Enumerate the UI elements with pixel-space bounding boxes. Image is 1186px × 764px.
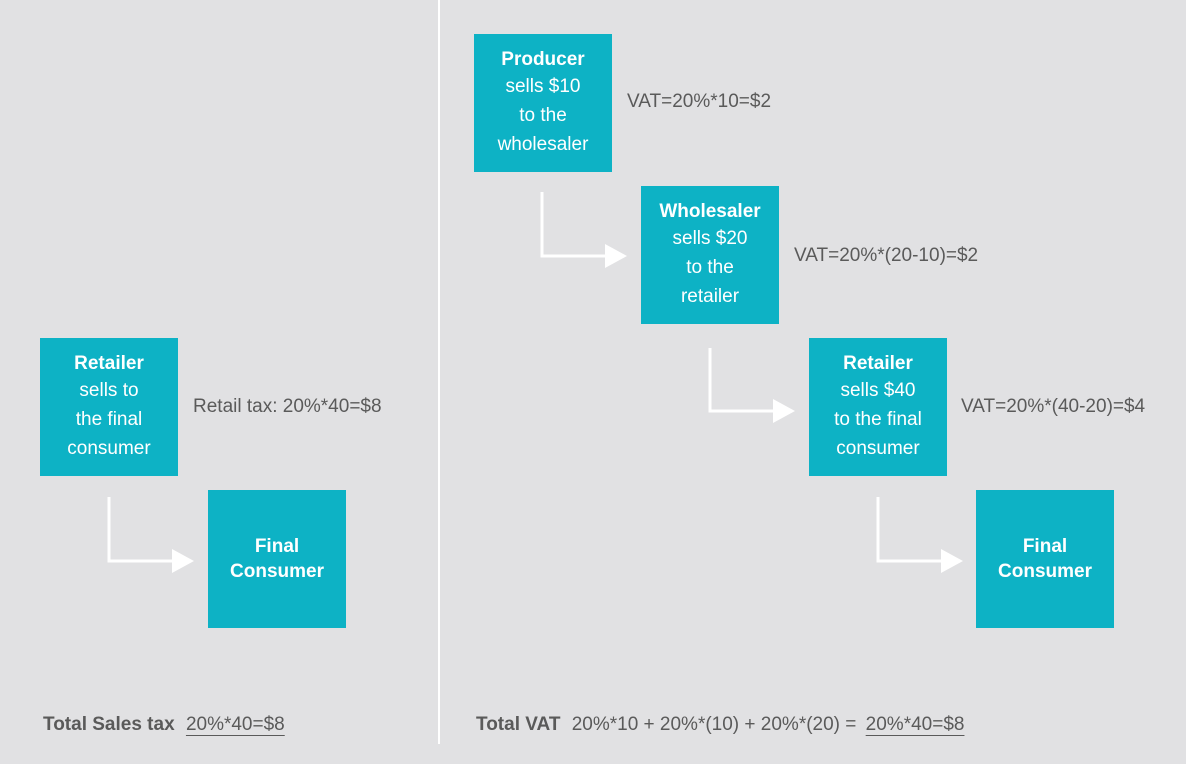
sales-retailer-desc: sells to the final consumer: [67, 380, 151, 459]
arrowhead-retailer-to-consumer-sales: [172, 549, 194, 573]
vat-producer-box: Producer sells $10 to the wholesaler: [474, 34, 612, 172]
total-vat: Total VAT 20%*10 + 20%*(10) + 20%*(20) =…: [476, 714, 964, 736]
retail-tax-annotation: Retail tax: 20%*40=$8: [193, 396, 382, 417]
sales-final-consumer-title: Final Consumer: [230, 536, 324, 582]
vat-retailer-box: Retailer sells $40 to the final consumer: [809, 338, 947, 476]
arrow-producer-to-wholesaler: [540, 192, 608, 258]
sales-retailer-title: Retailer: [74, 353, 144, 374]
retailer-vat-annotation: VAT=20%*(40-20)=$4: [961, 396, 1146, 417]
sales-final-consumer-box: Final Consumer: [208, 490, 346, 628]
vat-final-consumer-box: Final Consumer: [976, 490, 1114, 628]
arrowhead-producer-to-wholesaler: [605, 244, 627, 268]
vat-wholesaler-desc: sells $20 to the retailer: [672, 228, 748, 307]
total-vat-result: 20%*40=$8: [865, 714, 965, 735]
vat-producer-desc: sells $10 to the wholesaler: [497, 76, 589, 155]
total-sales-tax: Total Sales tax 20%*40=$8: [43, 714, 285, 736]
arrowhead-retailer-to-consumer-vat: [941, 549, 963, 573]
producer-vat-annotation: VAT=20%*10=$2: [627, 91, 772, 112]
panel-divider: [438, 0, 440, 744]
wholesaler-vat-annotation: VAT=20%*(20-10)=$2: [794, 245, 979, 266]
vat-producer-title: Producer: [501, 49, 585, 70]
total-sales-tax-label: Total Sales tax: [43, 714, 175, 735]
vat-wholesaler-box: Wholesaler sells $20 to the retailer: [641, 186, 779, 324]
total-vat-label: Total VAT: [476, 714, 561, 735]
arrow-retailer-to-consumer-sales: [107, 497, 175, 563]
total-vat-expression: 20%*10 + 20%*(10) + 20%*(20) =: [571, 714, 857, 735]
vat-retailer-title: Retailer: [843, 353, 913, 374]
vat-final-consumer-title: Final Consumer: [998, 536, 1092, 582]
arrow-wholesaler-to-retailer: [708, 348, 776, 413]
vat-wholesaler-title: Wholesaler: [659, 201, 761, 222]
sales-retailer-box: Retailer sells to the final consumer: [40, 338, 178, 476]
arrowhead-wholesaler-to-retailer: [773, 399, 795, 423]
vat-retailer-desc: sells $40 to the final consumer: [834, 380, 922, 459]
total-sales-tax-result: 20%*40=$8: [185, 714, 285, 735]
arrow-retailer-to-consumer-vat: [876, 497, 944, 563]
